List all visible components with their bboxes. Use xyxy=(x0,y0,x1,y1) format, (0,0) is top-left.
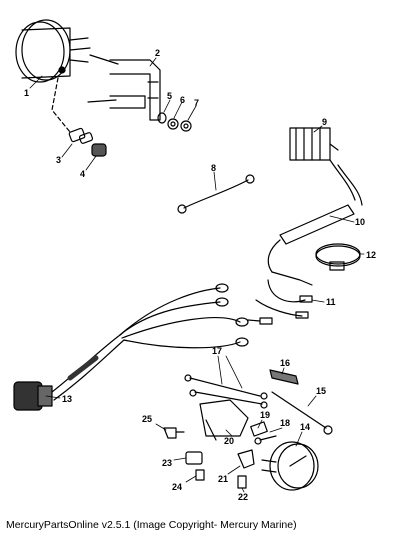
part-24-plug xyxy=(195,469,205,481)
part-22-plug xyxy=(237,475,247,489)
callout-6: 6 xyxy=(180,95,185,105)
part-3-bulb xyxy=(68,127,94,144)
callout-25: 25 xyxy=(142,414,152,424)
callout-13: 13 xyxy=(62,394,72,404)
callout-8: 8 xyxy=(211,163,216,173)
part-16-sleeve xyxy=(269,369,299,385)
callout-16: 16 xyxy=(280,358,290,368)
callout-15: 15 xyxy=(316,386,326,396)
part-1-gauge xyxy=(15,19,91,133)
part-4-socket xyxy=(91,143,107,157)
part-12-clamp xyxy=(315,243,361,271)
part-14-gauge xyxy=(261,441,319,491)
callout-2: 2 xyxy=(155,48,160,58)
callout-labels: 1 2 3 4 5 6 7 8 9 10 12 11 13 14 15 16 1… xyxy=(24,48,376,502)
callout-17: 17 xyxy=(212,346,222,356)
exploded-parts-diagram: 1 2 3 4 5 6 7 8 9 10 12 11 13 14 15 16 1… xyxy=(13,19,376,502)
callout-7: 7 xyxy=(194,98,199,108)
part-8-jumper-wire xyxy=(177,174,255,214)
part-17-wires xyxy=(184,374,268,409)
callout-20: 20 xyxy=(224,436,234,446)
image-caption: MercuryPartsOnline v2.5.1 (Image Copyrig… xyxy=(6,519,297,531)
callout-1: 1 xyxy=(24,88,29,98)
callout-12: 12 xyxy=(366,250,376,260)
part-19-sender xyxy=(250,421,268,437)
callout-11: 11 xyxy=(326,297,336,307)
part-11-leads xyxy=(247,279,313,325)
callout-10: 10 xyxy=(355,217,365,227)
callout-18: 18 xyxy=(280,418,290,428)
part-5-washer xyxy=(157,112,167,124)
leader-lines xyxy=(29,57,365,493)
part-6-nut xyxy=(167,118,179,130)
callout-21: 21 xyxy=(218,474,228,484)
callout-3: 3 xyxy=(56,155,61,165)
callout-19: 19 xyxy=(260,410,270,420)
callout-24: 24 xyxy=(172,482,182,492)
part-7-nut xyxy=(180,120,192,132)
callout-5: 5 xyxy=(167,91,172,101)
part-23-fitting xyxy=(185,451,203,465)
callout-22: 22 xyxy=(238,492,248,502)
part-15-wire xyxy=(271,391,333,435)
part-13-main-harness xyxy=(13,283,249,411)
part-10-harness xyxy=(267,159,363,286)
callout-4: 4 xyxy=(80,169,85,179)
part-18-fitting xyxy=(254,435,277,445)
part-2-bracket xyxy=(87,54,161,121)
callout-23: 23 xyxy=(162,458,172,468)
callout-14: 14 xyxy=(300,422,310,432)
part-20-bracket xyxy=(199,399,249,441)
part-25-elbow xyxy=(163,427,185,439)
part-9-resistor xyxy=(289,127,339,161)
part-21-elbow xyxy=(237,449,255,469)
callout-9: 9 xyxy=(322,117,327,127)
